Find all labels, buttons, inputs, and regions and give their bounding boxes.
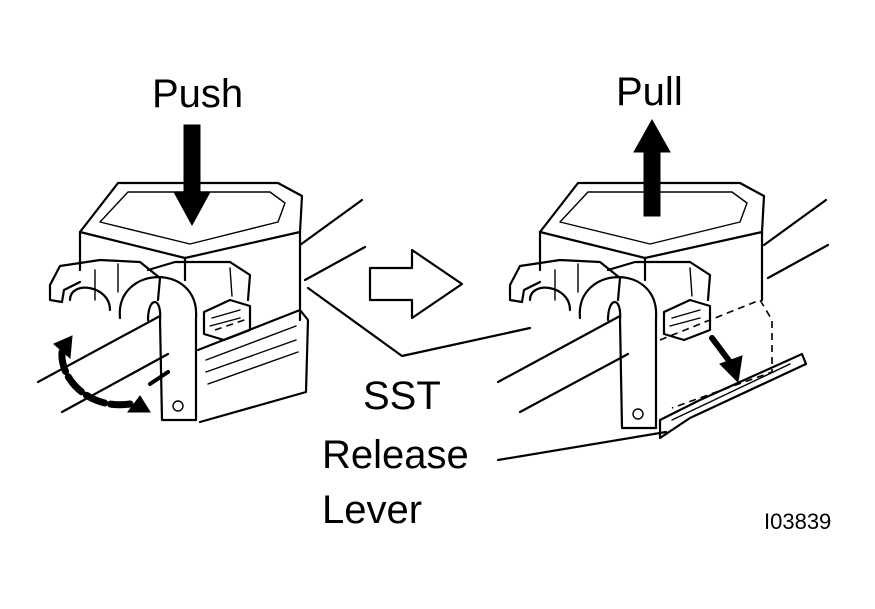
right-connector bbox=[496, 181, 830, 440]
push-arrow-icon bbox=[173, 124, 211, 227]
lever-label: Lever bbox=[322, 488, 423, 532]
step-arrow-icon bbox=[368, 248, 464, 320]
rotate-arrow-icon bbox=[53, 335, 170, 413]
lever-arrow-icon bbox=[709, 335, 743, 384]
pull-label: Pull bbox=[616, 70, 683, 114]
release-label: Release bbox=[322, 433, 469, 477]
sst-leader-lines bbox=[306, 286, 532, 358]
release-lever-leader-line bbox=[496, 430, 668, 462]
push-label: Push bbox=[152, 72, 244, 116]
pull-arrow-icon bbox=[633, 118, 671, 217]
figure-id: I03839 bbox=[764, 509, 832, 534]
sst-label: SST bbox=[363, 374, 441, 418]
left-connector bbox=[36, 181, 367, 424]
